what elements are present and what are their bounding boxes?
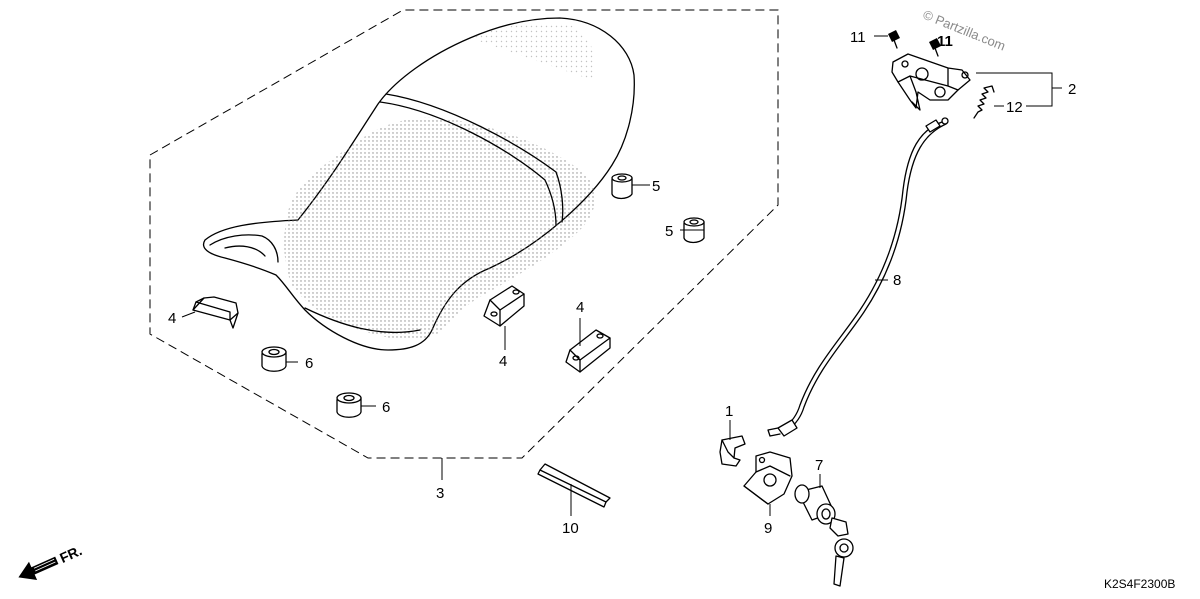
bolt-part-11-right[interactable]	[929, 38, 941, 57]
cable-part-8[interactable]	[767, 117, 949, 437]
callout-1[interactable]: 1	[725, 403, 733, 420]
bracket-part-4-left[interactable]	[192, 296, 239, 329]
callout-10[interactable]: 10	[562, 520, 579, 537]
callout-9[interactable]: 9	[764, 520, 772, 537]
clip-part-1[interactable]	[719, 435, 746, 467]
leader-lines	[181, 35, 1062, 516]
callout-4-right[interactable]: 4	[576, 299, 584, 316]
callout-4-center[interactable]: 4	[499, 353, 507, 370]
callout-7[interactable]: 7	[815, 457, 823, 474]
callout-11-right[interactable]: 11	[937, 33, 953, 50]
callout-6-lower[interactable]: 6	[382, 399, 390, 416]
callout-11-left[interactable]: 11	[850, 29, 866, 46]
rubber-part-5-upper[interactable]	[611, 173, 633, 200]
diagram-code: K2S4F2300B	[1104, 577, 1175, 591]
callout-5-upper[interactable]: 5	[652, 178, 660, 195]
callout-2[interactable]: 2	[1068, 81, 1076, 98]
callout-3[interactable]: 3	[436, 485, 444, 502]
callout-8[interactable]: 8	[893, 272, 901, 289]
callout-6-upper[interactable]: 6	[305, 355, 313, 372]
seat-group-frame	[149, 9, 779, 459]
spring-part-12[interactable]	[973, 85, 995, 119]
rubber-part-6-lower[interactable]	[336, 392, 362, 418]
callout-5-lower[interactable]: 5	[665, 223, 673, 240]
front-direction-arrow: FR.	[18, 542, 84, 581]
front-direction-label: FR.	[57, 542, 84, 566]
callout-12[interactable]: 12	[1006, 99, 1023, 116]
bolt-part-11-left[interactable]	[888, 30, 900, 49]
callout-4-left[interactable]: 4	[168, 310, 176, 327]
bracket-part-4-center[interactable]	[483, 285, 525, 327]
seat-part[interactable]	[202, 17, 635, 351]
latch-bracket-part-2[interactable]	[891, 53, 971, 111]
strip-part-10[interactable]	[537, 463, 611, 508]
bracket-part-4-right[interactable]	[565, 329, 611, 373]
lock-cylinder-part-7[interactable]	[794, 484, 854, 587]
lock-bracket-part-9[interactable]	[743, 451, 793, 505]
rubber-part-6-upper[interactable]	[261, 346, 287, 372]
